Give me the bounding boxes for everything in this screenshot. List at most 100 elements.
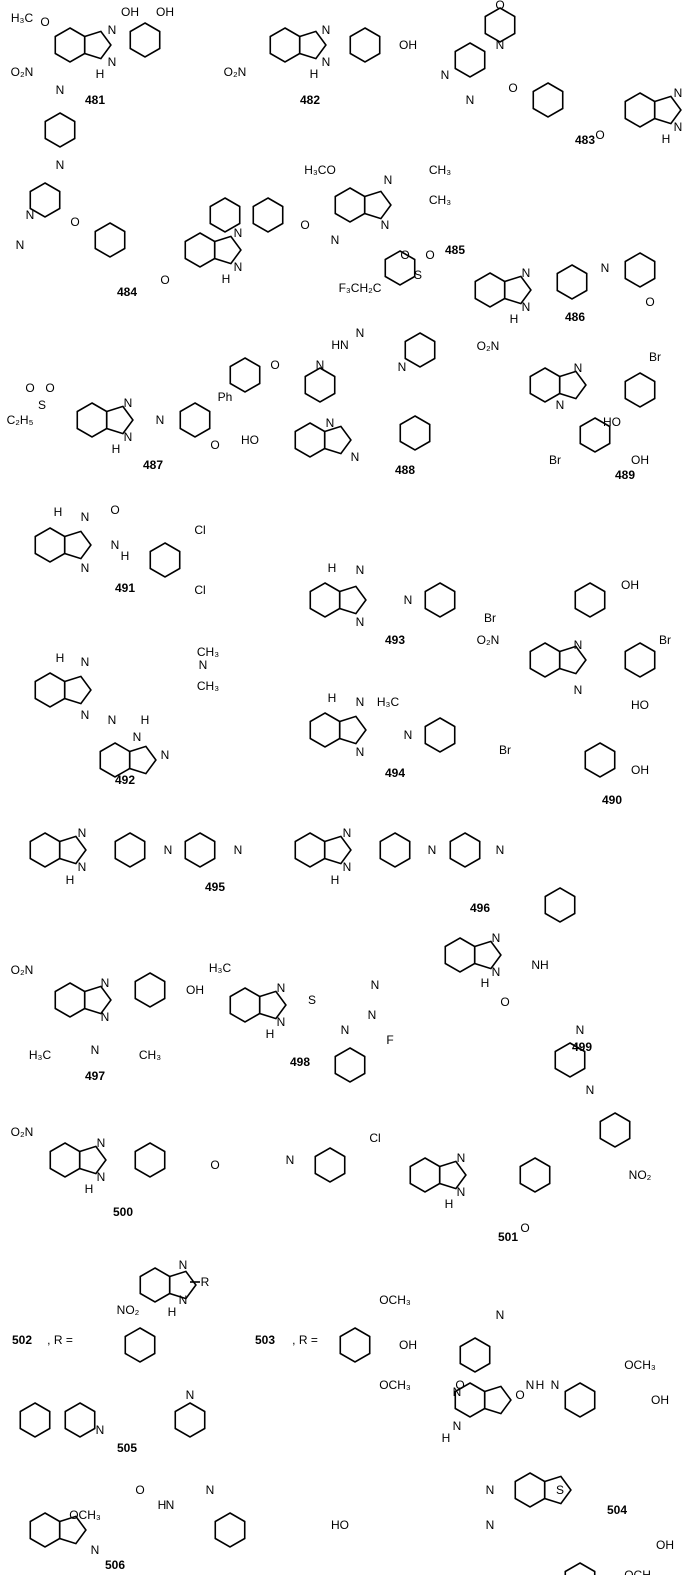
atom-label: H₃C: [208, 961, 232, 975]
atom-label: N: [403, 728, 413, 742]
benzene-ring: [44, 112, 76, 148]
imidazole-ring: [363, 190, 392, 220]
atom-label: H: [327, 691, 337, 705]
imidazole-ring: [483, 1385, 512, 1415]
atom-label: N: [495, 843, 505, 857]
benzene-ring: [94, 222, 126, 258]
atom-label: O₂N: [10, 963, 34, 977]
compound-number: 481: [84, 93, 106, 107]
benzene-ring: [599, 1112, 631, 1148]
atom-label: N: [465, 93, 475, 107]
atom-label: N: [456, 1151, 466, 1165]
atom-label: CH₃: [196, 679, 220, 693]
atom-label: N: [600, 261, 610, 275]
imidazole-ring: [323, 425, 352, 455]
atom-label: S: [307, 993, 317, 1007]
benzene-ring: [54, 982, 86, 1018]
imidazole-ring: [78, 1145, 107, 1175]
benzene-ring: [29, 182, 61, 218]
atom-label: N: [80, 561, 90, 575]
atom-label: H: [480, 976, 490, 990]
benzene-ring: [309, 712, 341, 748]
benzene-ring: [379, 832, 411, 868]
imidazole-ring: [653, 95, 682, 125]
atom-label: N: [100, 976, 110, 990]
benzene-ring: [294, 422, 326, 458]
atom-label: O: [210, 1158, 220, 1172]
imidazole-ring: [338, 715, 367, 745]
atom-label: N: [573, 638, 583, 652]
imidazole-ring: [168, 1270, 197, 1300]
atom-label: N: [495, 38, 505, 52]
benzene-ring: [19, 1402, 51, 1438]
benzene-ring: [404, 332, 436, 368]
atom-label: N: [525, 1378, 535, 1392]
benzene-ring: [179, 402, 211, 438]
atom-label: O: [595, 128, 605, 142]
atom-label: N: [96, 1170, 106, 1184]
imidazole-ring: [543, 1475, 572, 1505]
benzene-ring: [409, 1157, 441, 1193]
atom-label: N: [315, 358, 325, 372]
imidazole-ring: [558, 645, 587, 675]
atom-label: N: [321, 55, 331, 69]
imidazole-ring: [83, 30, 112, 60]
benzene-ring: [556, 264, 588, 300]
atom-label: N: [355, 563, 365, 577]
atom-label: H: [65, 873, 75, 887]
benzene-ring: [624, 92, 656, 128]
atom-label: O: [135, 1483, 145, 1497]
benzene-ring: [229, 357, 261, 393]
atom-label: N: [355, 695, 365, 709]
atom-label: N: [452, 1385, 462, 1399]
atom-label: H: [265, 1027, 275, 1041]
atom-label: N: [107, 55, 117, 69]
atom-label: O₂N: [10, 1125, 34, 1139]
atom-label: O: [45, 381, 55, 395]
atom-label: O₂N: [10, 65, 34, 79]
benzene-ring: [134, 1142, 166, 1178]
atom-label: O: [70, 215, 80, 229]
benzene-ring: [529, 642, 561, 678]
atom-label: Br: [484, 611, 496, 625]
benzene-ring: [76, 402, 108, 438]
atom-label: N: [80, 708, 90, 722]
atom-label: N: [90, 1043, 100, 1057]
atom-label: H: [330, 873, 340, 887]
benzene-ring: [514, 1472, 546, 1508]
atom-label: N: [107, 713, 117, 727]
atom-label: HO: [241, 433, 259, 447]
compound-number: 484: [116, 285, 138, 299]
atom-label: H: [535, 1378, 545, 1392]
atom-label: O: [425, 248, 435, 262]
atom-label: N: [485, 1483, 495, 1497]
atom-label: N: [77, 826, 87, 840]
atom-label: S: [37, 398, 47, 412]
atom-label: N: [573, 361, 583, 375]
atom-label: H: [53, 505, 63, 519]
imidazole-ring: [473, 940, 502, 970]
benzene-ring: [544, 887, 576, 923]
compound-number: 503: [254, 1333, 276, 1347]
atom-label: O: [400, 248, 410, 262]
atom-label: N: [233, 260, 243, 274]
atom-label: H: [95, 67, 105, 81]
atom-label: N: [330, 233, 340, 247]
benzene-ring: [309, 582, 341, 618]
benzene-ring: [209, 197, 241, 233]
atom-label: N: [491, 965, 501, 979]
atom-label: N: [110, 538, 120, 552]
atom-label: N: [342, 860, 352, 874]
imidazole-ring: [558, 370, 587, 400]
atom-label: HO: [631, 698, 649, 712]
benzene-ring: [574, 582, 606, 618]
benzene-ring: [529, 367, 561, 403]
benzene-ring: [184, 832, 216, 868]
benzene-ring: [149, 542, 181, 578]
atom-label: HO: [331, 1518, 349, 1532]
atom-label: OH: [399, 1338, 417, 1352]
atom-label: S: [555, 1483, 565, 1497]
atom-label: N: [77, 860, 87, 874]
benzene-ring: [519, 1157, 551, 1193]
benzene-ring: [314, 1147, 346, 1183]
